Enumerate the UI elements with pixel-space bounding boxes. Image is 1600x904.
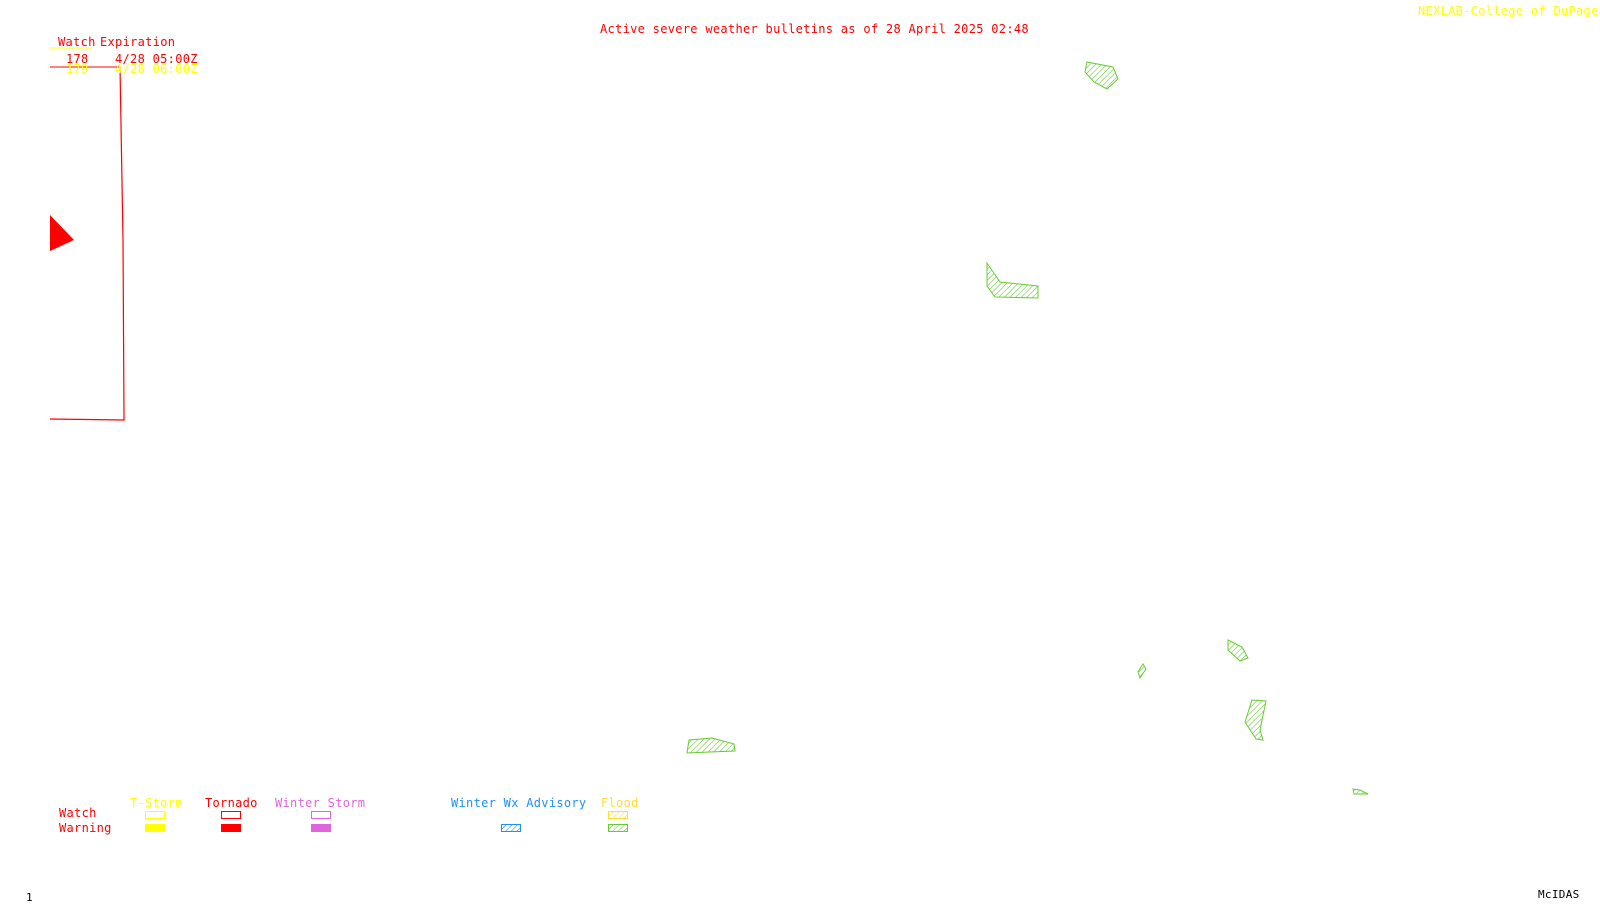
flood-warning-polygon-3 — [1227, 639, 1249, 662]
flood-warning-polygon-6 — [686, 737, 736, 754]
legend-flood-watch-swatch — [608, 811, 628, 819]
watch-number-178: 178 — [66, 52, 89, 66]
tornado-warning-polygon — [50, 215, 74, 251]
watch-number-179: 179 — [66, 62, 89, 76]
watch-expiration-179: 4/28 06:00Z — [115, 62, 198, 76]
legend-label-flood: Flood — [601, 796, 639, 810]
legend-tstorm-warning-swatch — [145, 824, 165, 832]
legend-row-warning: Warning — [59, 821, 112, 835]
legend-winter-wx-advisory-swatch — [501, 824, 521, 832]
legend-winter-storm-watch-swatch — [311, 811, 331, 819]
tornado-watch-box — [49, 66, 125, 421]
watch-column-header: Watch — [58, 35, 96, 49]
legend-label-tstorm: T-Storm — [130, 796, 183, 810]
software-label: McIDAS — [1538, 888, 1580, 901]
legend-tstorm-watch-swatch — [145, 811, 165, 819]
legend-label-tornado: Tornado — [205, 796, 258, 810]
flood-warning-polygon-5 — [1244, 699, 1267, 741]
flood-warning-polygon-1 — [1084, 61, 1119, 90]
legend-flood-warning-swatch — [608, 824, 628, 832]
legend-tornado-watch-swatch — [221, 811, 241, 819]
source-credit: NEXLAB-College of DuPage R — [1418, 4, 1600, 18]
flood-warning-polygon-7 — [1352, 788, 1369, 795]
watch-expiration-178: 4/28 05:00Z — [115, 52, 198, 66]
flood-warning-polygon-2 — [986, 261, 1039, 299]
flood-warning-polygon-4 — [1137, 663, 1147, 680]
legend-label-winter-storm: Winter Storm — [275, 796, 366, 810]
bulletin-title: Active severe weather bulletins as of 28… — [600, 22, 1029, 36]
frame-number: 1 — [26, 891, 33, 904]
legend-label-winter-wx-advisory: Winter Wx Advisory — [451, 796, 587, 810]
legend-tornado-warning-swatch — [221, 824, 241, 832]
legend-winter-storm-warning-swatch — [311, 824, 331, 832]
expiration-column-header: Expiration — [100, 35, 176, 49]
legend-row-watch: Watch — [59, 806, 97, 820]
